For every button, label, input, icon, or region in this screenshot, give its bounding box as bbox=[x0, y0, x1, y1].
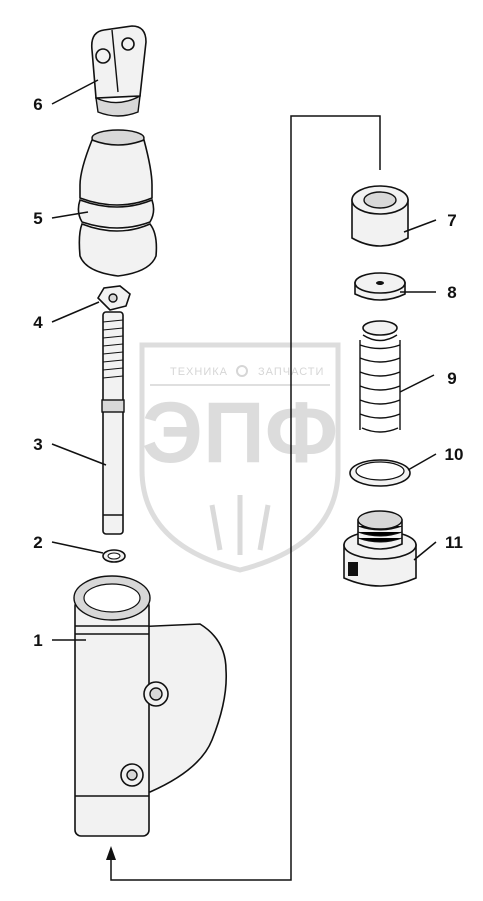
part-7-cap bbox=[351, 185, 409, 247]
label-part-6: 6 bbox=[33, 95, 42, 114]
part-2-o-ring bbox=[102, 549, 126, 563]
leader-lines bbox=[51, 79, 437, 641]
label-part-8: 8 bbox=[447, 283, 456, 302]
label-part-4: 4 bbox=[33, 313, 43, 332]
part-10-sealing-ring bbox=[349, 459, 411, 487]
watermark-logo-text: ЭПФ bbox=[142, 385, 338, 481]
label-part-10: 10 bbox=[445, 445, 464, 464]
part-3-pushrod bbox=[101, 311, 125, 535]
label-part-2: 2 bbox=[33, 533, 42, 552]
part-5-rubber-boot bbox=[77, 129, 158, 277]
part-1-cylinder-body bbox=[73, 575, 228, 837]
part-11-threaded-plug bbox=[343, 510, 417, 587]
label-part-5: 5 bbox=[33, 209, 42, 228]
watermark-gear-icon bbox=[236, 365, 248, 377]
part-8-washer bbox=[354, 272, 406, 301]
watermark-text-left: ТЕХНИКА bbox=[170, 366, 228, 378]
part-labels: 6 5 4 3 2 1 7 8 9 10 11 bbox=[33, 95, 463, 650]
assembly-path-line bbox=[106, 115, 381, 881]
label-part-3: 3 bbox=[33, 435, 42, 454]
label-part-7: 7 bbox=[447, 211, 456, 230]
label-part-1: 1 bbox=[33, 631, 42, 650]
label-part-11: 11 bbox=[445, 533, 463, 552]
label-part-9: 9 bbox=[447, 369, 456, 388]
watermark-wheat-icon bbox=[209, 495, 271, 555]
part-6-clevis bbox=[90, 25, 147, 117]
arrow-up-icon bbox=[106, 846, 116, 860]
part-4-hex-nut bbox=[96, 285, 131, 311]
part-9-spring bbox=[359, 320, 401, 433]
watermark: ТЕХНИКА ЗАПЧАСТИ ЭПФ bbox=[139, 342, 341, 573]
